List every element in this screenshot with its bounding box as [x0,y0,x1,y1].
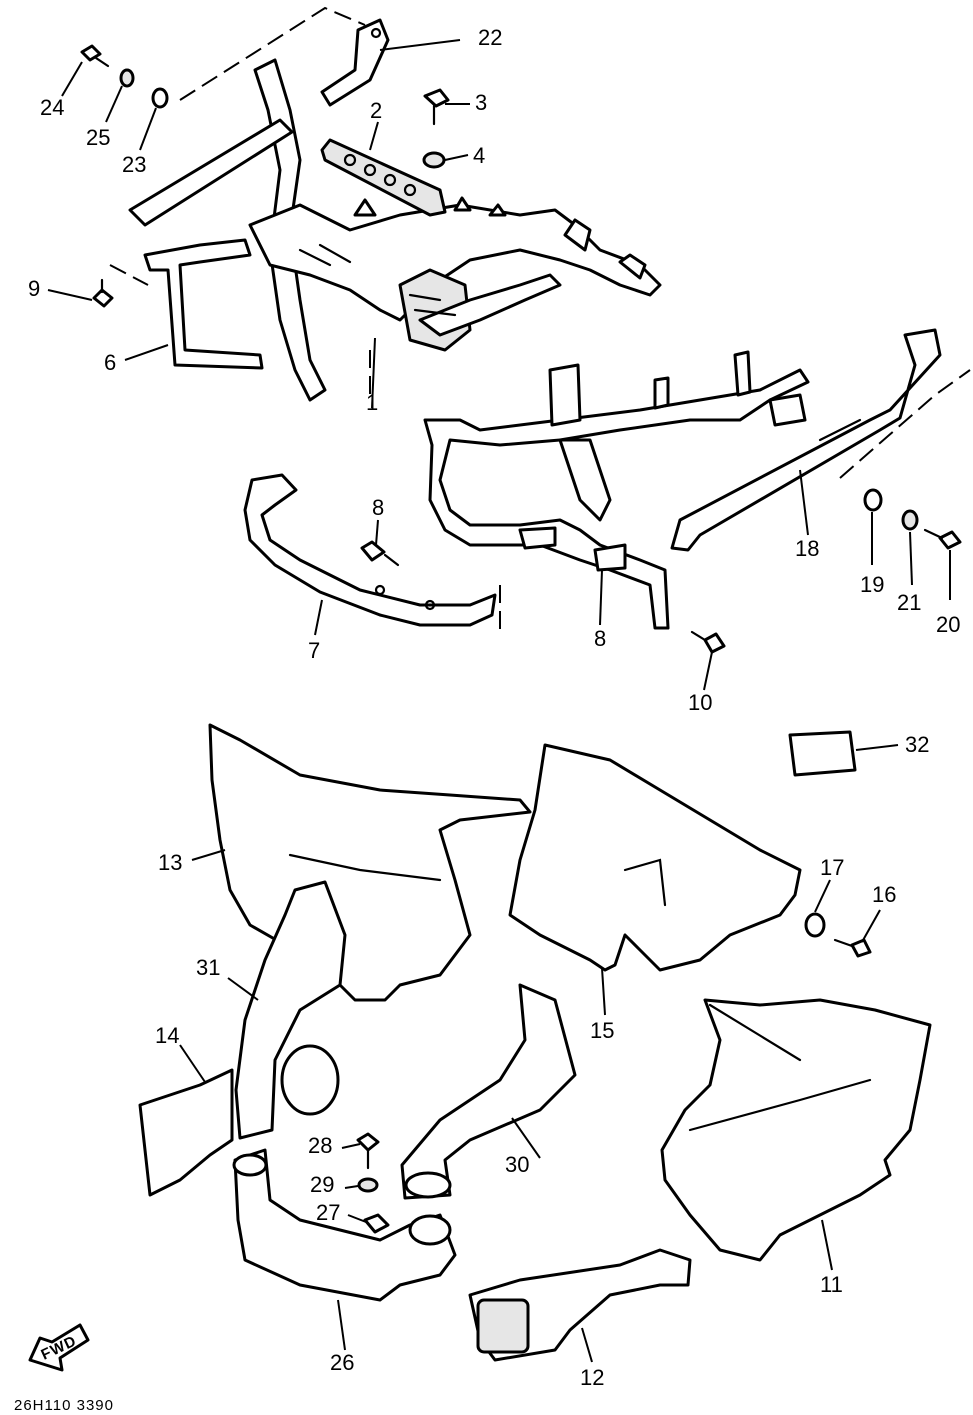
cover-13-rib [288,853,442,882]
callout-20: 20 [936,612,960,637]
duct-12-opening [476,1298,530,1354]
duct-31-opening [280,1044,340,1116]
nut-part-25 [119,68,135,88]
bolt-part-8-upper [360,540,400,567]
callout-28: 28 [308,1133,332,1158]
bolt-part-28 [356,1132,380,1170]
callout-2: 2 [370,98,382,123]
callout-30: 30 [505,1152,529,1177]
duct-26-opening-right [408,1214,452,1246]
callout-29: 29 [310,1172,334,1197]
callout-22: 22 [478,25,502,50]
bolt-part-3 [423,88,450,126]
rear-frame [423,350,810,630]
main-frame-part-1 [143,58,662,402]
cover-11-detail [688,1003,872,1132]
forward-arrow-icon: FWD [28,1323,90,1372]
bracket-part-7 [243,473,497,627]
callout-21: 21 [897,590,921,615]
callout-11: 11 [820,1272,843,1297]
cover-part-15 [508,743,802,972]
assembly-line-right [839,369,971,479]
bolt-part-9 [92,278,114,308]
cover-15-detail [623,858,667,907]
callout-24: 24 [40,95,64,120]
callout-7: 7 [308,638,320,663]
bracket-plate-part-2 [320,138,447,217]
washer-part-23 [151,87,169,109]
washer-part-19 [863,488,883,512]
callout-25: 25 [86,125,110,150]
assembly-line-left [109,264,149,286]
stay-bar-left [128,118,294,227]
stay-part-18 [670,328,942,552]
callout-3: 3 [475,90,487,115]
assembly-line-top [179,6,366,101]
duct-part-31 [234,880,347,1140]
callout-8-lower: 8 [594,626,606,651]
callout-18: 18 [795,536,819,561]
callout-10: 10 [688,690,712,715]
callout-8-upper: 8 [372,495,384,520]
bolt-part-20 [923,528,962,550]
leader-lines [47,39,951,1363]
callout-6: 6 [104,350,116,375]
callout-31: 31 [196,955,220,980]
callout-26: 26 [330,1350,354,1375]
callout-17: 17 [820,855,844,880]
duct-26-opening-left [232,1153,268,1177]
cover-part-13 [208,723,532,1002]
nut-part-29 [357,1177,379,1193]
callouts: 22 2 3 4 24 25 23 9 6 1 8 7 8 10 18 19 2… [28,25,960,1390]
bolt-part-16 [833,938,872,958]
nut-part-4 [422,151,446,169]
bolt-part-10 [690,630,726,654]
cover-part-11 [660,998,932,1262]
callout-27: 27 [316,1200,340,1225]
callout-16: 16 [872,882,896,907]
callout-12: 12 [580,1365,604,1390]
piece-part-14 [138,1068,234,1197]
nut-part-21 [901,509,919,531]
callout-23: 23 [122,152,146,177]
callout-14: 14 [155,1023,179,1048]
callout-15: 15 [590,1018,614,1043]
duct-30-opening [404,1171,452,1199]
drawing-code: 26H110 3390 [14,1397,114,1414]
washer-part-17 [804,912,826,938]
plate-part-32 [788,730,857,777]
duct-part-26 [233,1148,457,1302]
callout-19: 19 [860,572,884,597]
bolt-part-24 [80,44,110,68]
duct-part-30 [400,983,577,1200]
stay-part-22 [320,18,390,107]
callout-9: 9 [28,276,40,301]
callout-32: 32 [905,732,929,757]
callout-13: 13 [158,850,182,875]
clip-part-27 [363,1213,390,1234]
callout-1: 1 [366,390,378,415]
callout-4: 4 [473,143,485,168]
